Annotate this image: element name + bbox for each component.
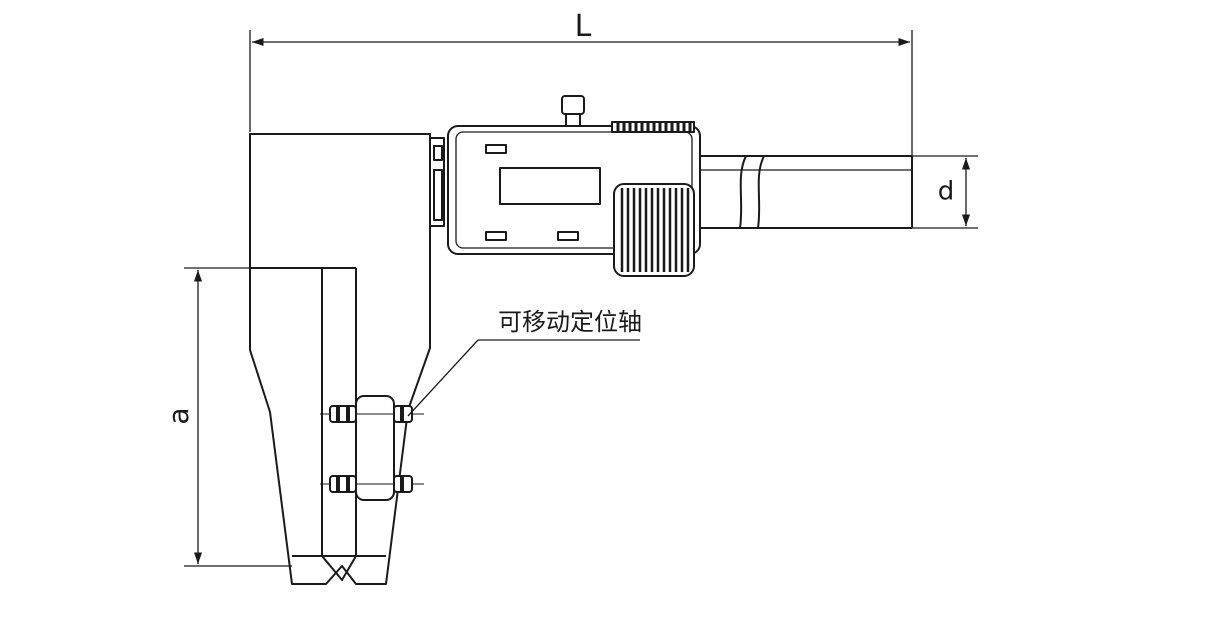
pivot-assembly	[320, 395, 424, 501]
pin-ring	[346, 406, 350, 422]
label-L: L	[575, 9, 592, 44]
button-bottom-right	[557, 231, 579, 241]
lock-screw	[561, 95, 585, 115]
button-bottom-left	[485, 231, 507, 241]
pivot-pin-left	[329, 475, 357, 493]
main-body	[249, 133, 445, 585]
beam	[700, 155, 913, 229]
button-top	[485, 144, 507, 154]
lcd-screen	[499, 167, 601, 205]
pin-ring	[336, 476, 340, 492]
pin-ring	[336, 406, 340, 422]
callout-text: 可移动定位轴	[498, 308, 642, 336]
pivot-pin-left	[329, 405, 357, 423]
pivot-callout: 可移动定位轴	[407, 308, 642, 417]
dimension-a: a	[162, 267, 292, 567]
label-d: d	[938, 177, 955, 207]
dimension-d: d	[912, 155, 978, 229]
pin-ring	[400, 476, 404, 492]
display-head	[447, 95, 701, 277]
pin-ring	[400, 406, 404, 422]
label-a: a	[162, 407, 195, 424]
dimension-L: L	[249, 9, 913, 158]
pin-ring	[346, 476, 350, 492]
